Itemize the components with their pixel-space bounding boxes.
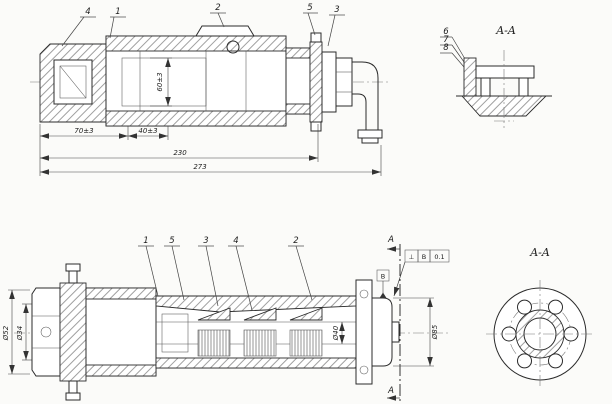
rear-housing bbox=[85, 287, 157, 377]
dim-right-inner: Ø40 bbox=[332, 325, 340, 341]
clevis-pin-hole bbox=[40, 326, 52, 338]
clamp-block bbox=[463, 57, 477, 97]
callout-4: 4 bbox=[85, 7, 90, 17]
body-wall-top bbox=[105, 35, 287, 52]
bolt-hole bbox=[517, 353, 532, 369]
top-view-callouts: 4 1 2 5 3 bbox=[61, 3, 345, 47]
bolt-head-bottom bbox=[65, 392, 81, 401]
callout-6: 6 bbox=[443, 27, 449, 37]
bolt-head-top bbox=[65, 263, 81, 272]
section-view-bottom: A-A bbox=[486, 246, 594, 388]
bottom-assembly-view: Ø52 Ø34 bbox=[2, 235, 450, 402]
callout-b2: 2 bbox=[293, 236, 298, 246]
tol-value: 0.1 bbox=[434, 253, 444, 261]
bracket-leg-left bbox=[480, 77, 491, 97]
section-letter-top: A bbox=[387, 235, 394, 245]
spring-stack bbox=[289, 329, 323, 357]
flange-hole-bottom bbox=[359, 365, 369, 375]
elbow-pipe bbox=[352, 61, 379, 130]
callout-b5: 5 bbox=[169, 236, 174, 246]
body-wall-wedge bbox=[155, 295, 357, 313]
callout-8: 8 bbox=[443, 43, 449, 53]
section-top-title: A-A bbox=[495, 24, 516, 37]
dim-left-inner: Ø34 bbox=[16, 326, 24, 341]
clevis-fork bbox=[31, 287, 61, 377]
top-bracket bbox=[195, 25, 255, 37]
bolt-head-top bbox=[310, 32, 322, 43]
end-cap bbox=[371, 297, 393, 367]
flange-hole-top bbox=[359, 289, 369, 299]
union-nut bbox=[335, 57, 353, 107]
bolt-hole bbox=[517, 299, 532, 315]
bolt-hole bbox=[548, 353, 563, 369]
callout-1: 1 bbox=[115, 7, 120, 17]
tol-symbol: ⊥ bbox=[409, 253, 415, 261]
datum-triangle bbox=[379, 292, 387, 298]
dim-70: 70±3 bbox=[74, 127, 93, 135]
callout-7: 7 bbox=[443, 35, 449, 45]
callout-b1: 1 bbox=[143, 236, 148, 246]
flange-end-plate bbox=[355, 279, 373, 385]
section-bottom-title: A-A bbox=[529, 246, 550, 259]
callout-b3: 3 bbox=[203, 236, 208, 246]
section-letter-bottom: A bbox=[387, 386, 394, 396]
top-assembly-view bbox=[30, 25, 390, 144]
bracket-plate bbox=[475, 65, 535, 79]
callout-3: 3 bbox=[334, 5, 339, 15]
top-view-dimensions: 70±3 40±3 60±3 230 273 bbox=[39, 57, 382, 176]
flange-plate bbox=[309, 41, 323, 123]
bolt-head-bottom bbox=[310, 121, 322, 132]
dim-60: 60±3 bbox=[156, 72, 164, 91]
tol-datum: B bbox=[422, 253, 426, 261]
dim-right-outer: Ø85 bbox=[431, 324, 439, 340]
bolt-hole bbox=[548, 299, 563, 315]
inspection-hole bbox=[226, 40, 240, 54]
spring-stack bbox=[243, 329, 277, 357]
ground-hatch bbox=[460, 95, 548, 117]
spring-stack bbox=[197, 329, 231, 357]
dim-273: 273 bbox=[193, 163, 206, 171]
datum-label: B bbox=[381, 273, 385, 281]
callout-5: 5 bbox=[307, 3, 312, 13]
dim-left-outer: Ø52 bbox=[2, 325, 10, 341]
bolt-shaft-top bbox=[68, 270, 78, 284]
section-view-top: A-A 6 7 8 bbox=[440, 24, 552, 128]
body-wall-bottom bbox=[105, 110, 287, 127]
dim-40: 40±3 bbox=[138, 127, 157, 135]
coupling bbox=[321, 51, 337, 113]
dim-230: 230 bbox=[173, 149, 187, 157]
piston bbox=[161, 313, 189, 353]
mounting-plate bbox=[59, 282, 87, 382]
callout-2: 2 bbox=[215, 3, 220, 13]
bracket-leg-right bbox=[518, 77, 529, 97]
pipe-flange bbox=[357, 129, 383, 139]
end-stub bbox=[391, 321, 400, 343]
callout-b4: 4 bbox=[233, 236, 238, 246]
bolt-shaft-bottom bbox=[68, 380, 78, 394]
socket-square bbox=[59, 65, 87, 99]
